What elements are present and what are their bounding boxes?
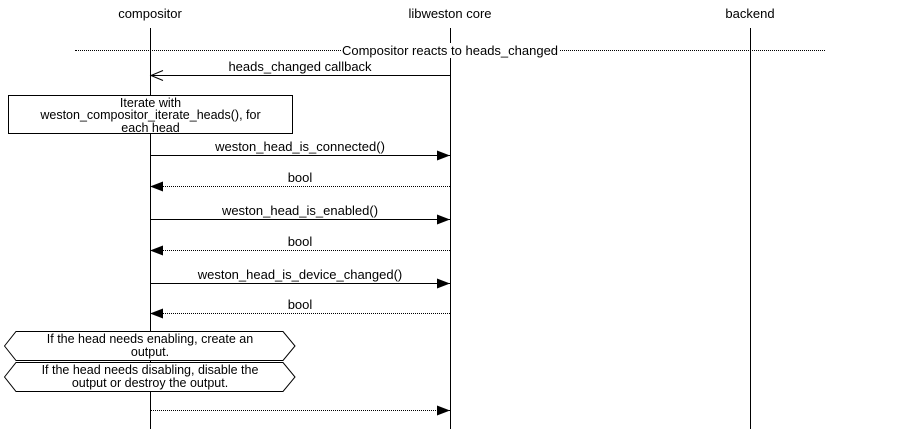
message-label: bool bbox=[287, 234, 313, 249]
condition-line: If the head needs enabling, create an bbox=[46, 332, 254, 346]
message-line bbox=[150, 186, 450, 187]
note-line: each head bbox=[121, 120, 180, 135]
note-iterate-heads: Iterate with weston_compositor_iterate_h… bbox=[8, 95, 293, 134]
actor-label-libweston-core: libweston core bbox=[408, 6, 492, 21]
message-label: weston_head_is_connected() bbox=[215, 139, 385, 154]
message-label: bool bbox=[287, 297, 313, 312]
message-line bbox=[150, 219, 450, 220]
filled-arrowhead-icon bbox=[150, 308, 163, 319]
filled-arrowhead-icon bbox=[437, 214, 450, 225]
message-label: heads_changed callback bbox=[228, 59, 372, 74]
message-line bbox=[150, 410, 450, 411]
condition-line: output. bbox=[130, 345, 170, 359]
condition-text-disable-output: If the head needs disabling, disable the… bbox=[4, 364, 296, 390]
condition-line: output or destroy the output. bbox=[71, 376, 229, 390]
condition-text-enable-output: If the head needs enabling, create an ou… bbox=[4, 333, 296, 359]
message-line bbox=[150, 283, 450, 284]
message-line bbox=[150, 155, 450, 156]
message-line bbox=[150, 250, 450, 251]
filled-arrowhead-icon bbox=[437, 405, 450, 416]
filled-arrowhead-icon bbox=[437, 150, 450, 161]
filled-arrowhead-icon bbox=[150, 245, 163, 256]
message-line bbox=[150, 313, 450, 314]
condition-line: If the head needs disabling, disable the bbox=[41, 363, 259, 377]
note-line: weston_compositor_iterate_heads(), for bbox=[40, 108, 261, 123]
note-line: Iterate with bbox=[119, 96, 182, 110]
actor-label-compositor: compositor bbox=[118, 6, 182, 21]
open-arrowhead-icon bbox=[149, 70, 164, 81]
divider-label: Compositor reacts to heads_changed bbox=[340, 43, 560, 58]
message-label: weston_head_is_device_changed() bbox=[197, 267, 403, 282]
filled-arrowhead-icon bbox=[437, 278, 450, 289]
actor-label-backend: backend bbox=[725, 6, 775, 21]
message-label: weston_head_is_enabled() bbox=[221, 203, 379, 218]
divider: Compositor reacts to heads_changed bbox=[0, 43, 900, 58]
lifeline-compositor bbox=[150, 28, 151, 429]
lifeline-backend bbox=[750, 28, 751, 429]
message-label: bool bbox=[287, 170, 313, 185]
condition-box-disable-output bbox=[4, 362, 296, 392]
filled-arrowhead-icon bbox=[150, 181, 163, 192]
lifeline-libweston-core bbox=[450, 28, 451, 429]
condition-box-enable-output bbox=[4, 331, 296, 361]
message-label bbox=[150, 394, 450, 409]
message-line bbox=[150, 75, 450, 76]
